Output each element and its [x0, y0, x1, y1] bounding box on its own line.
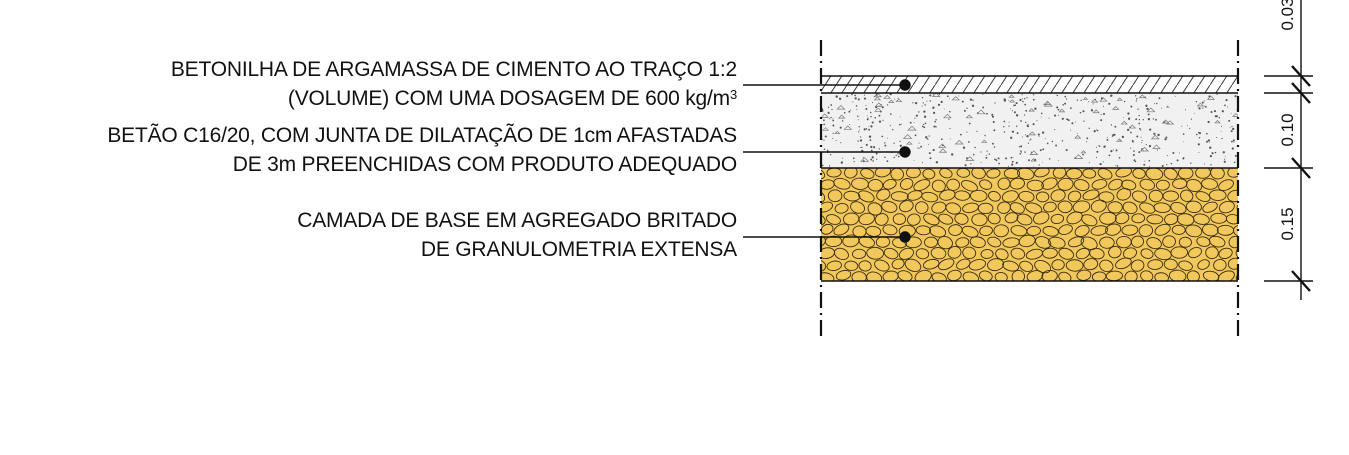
- label-base-line2: DE GRANULOMETRIA EXTENSA: [420, 238, 737, 261]
- concrete-aggregate-texture: [821, 93, 1238, 168]
- concrete-layer: [821, 93, 1238, 168]
- dimension-label-base: 0.15: [1278, 207, 1297, 240]
- label-screed-line1: BETONILHA DE ARGAMASSA DE CIMENTO AO TRA…: [170, 58, 737, 81]
- layer-boundaries: [821, 75, 1238, 282]
- leader-screed-dot: [899, 79, 911, 91]
- leader-base-dot: [899, 231, 911, 243]
- section-limit-lines: [819, 40, 1240, 338]
- label-base: CAMADA DE BASE EM AGREGADO BRITADO DE GR…: [297, 206, 737, 264]
- label-screed-superscript: 3: [729, 87, 737, 102]
- dimension-label-top: 0.03: [1278, 0, 1297, 31]
- label-screed-line2: (VOLUME) COM UMA DOSAGEM DE 600 kg/m: [287, 87, 730, 110]
- label-concrete-line1: BETÃO C16/20, COM JUNTA DE DILATAÇÃO DE …: [107, 124, 737, 147]
- screed-hatch: [821, 76, 1238, 93]
- dimension-label-concrete: 0.10: [1278, 113, 1297, 146]
- base-aggregate-texture: [821, 168, 1238, 281]
- label-concrete: BETÃO C16/20, COM JUNTA DE DILATAÇÃO DE …: [107, 121, 737, 179]
- label-concrete-line2: DE 3m PREENCHIDAS COM PRODUTO ADEQUADO: [232, 153, 737, 176]
- leader-concrete-dot: [899, 146, 911, 158]
- label-screed-line2-wrap: (VOLUME) COM UMA DOSAGEM DE 600 kg/m3: [171, 84, 737, 113]
- dimension-chain: [1264, 0, 1313, 300]
- leader-lines: [743, 79, 911, 243]
- label-base-line1: CAMADA DE BASE EM AGREGADO BRITADO: [297, 209, 737, 232]
- label-screed: BETONILHA DE ARGAMASSA DE CIMENTO AO TRA…: [171, 55, 737, 113]
